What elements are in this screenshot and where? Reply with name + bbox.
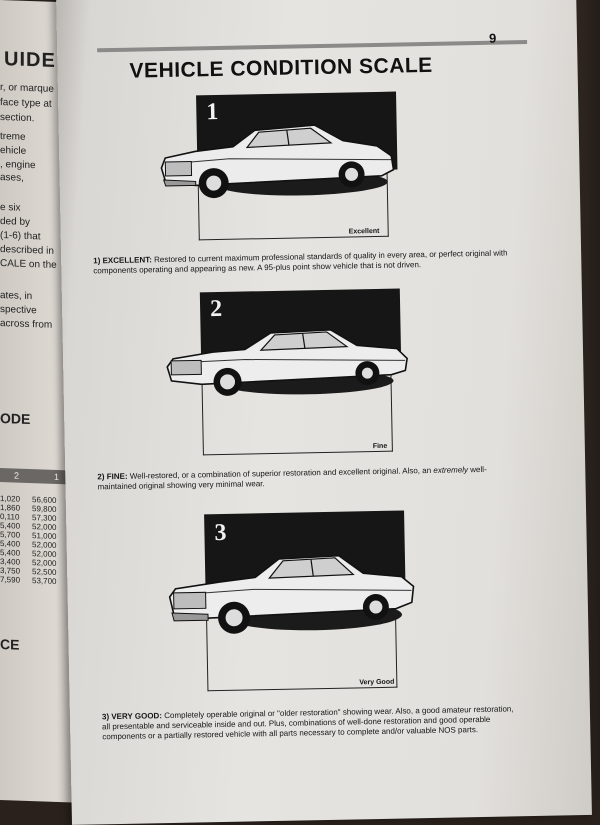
table-row: 7,590 53,700 <box>0 575 68 586</box>
grade-label: Excellent <box>348 227 380 236</box>
price-table-header-cell: 1 <box>54 471 60 483</box>
left-line: treme <box>0 131 26 143</box>
left-line: ases, <box>0 172 24 184</box>
condition-plate-1: 1 Excellent <box>160 91 419 255</box>
condition-description-3: 3) VERY GOOD: Completely operable origin… <box>102 704 522 742</box>
car-illustration <box>160 124 395 199</box>
page-title: VEHICLE CONDITION SCALE <box>129 53 433 83</box>
left-line: ates, in <box>0 290 33 303</box>
left-line: CALE on the <box>0 258 57 271</box>
condition-numeral: 2 <box>209 295 223 323</box>
left-line: r, or marque <box>0 82 54 95</box>
condition-description-2: 2) FINE: Well-restored, or a combination… <box>97 464 517 492</box>
header-rule <box>97 40 528 53</box>
left-line: ehicle <box>0 145 27 157</box>
grade-label: Very Good <box>359 678 395 687</box>
price-table-header: 2 1 <box>0 468 68 485</box>
condition-title: 1) EXCELLENT: <box>93 255 152 266</box>
left-line: e six <box>0 202 21 214</box>
condition-description-1: 1) EXCELLENT: Restored to current maximu… <box>93 248 513 276</box>
left-line: (1-6) that <box>0 230 41 243</box>
condition-plate-2: 2 Fine <box>166 288 423 456</box>
condition-text: Completely operable original or "older r… <box>102 704 514 742</box>
left-page-title: UIDE <box>4 48 56 72</box>
condition-title: 3) VERY GOOD: <box>101 711 163 722</box>
page-number: 9 <box>488 30 497 46</box>
left-line: section. <box>0 112 35 125</box>
car-illustration <box>166 329 408 396</box>
left-heading-bottom: CE <box>0 636 20 653</box>
left-line: , engine <box>0 159 36 172</box>
car-illustration <box>168 554 415 634</box>
condition-title: 2) FINE: <box>97 471 128 482</box>
book-page: 9 VEHICLE CONDITION SCALE 1 Excellent 1)… <box>56 0 592 825</box>
left-line: spective <box>0 304 37 317</box>
price-table-header-cell: 2 <box>14 470 20 481</box>
left-line: across from <box>0 318 53 331</box>
left-line: described in <box>0 244 54 257</box>
table-cell: 7,590 <box>0 575 21 585</box>
table-cell: 53,700 <box>32 576 57 586</box>
condition-text: Restored to current maximum professional… <box>93 248 508 276</box>
condition-text: Well-restored, or a combination of super… <box>129 465 432 481</box>
left-line: face type at <box>0 97 52 110</box>
left-line: ded by <box>0 216 31 229</box>
grade-label: Fine <box>372 442 388 451</box>
left-heading-code: ODE <box>0 410 31 428</box>
condition-emphasis: extremely <box>433 465 469 475</box>
condition-plate-3: 3 Very Good <box>168 510 427 694</box>
